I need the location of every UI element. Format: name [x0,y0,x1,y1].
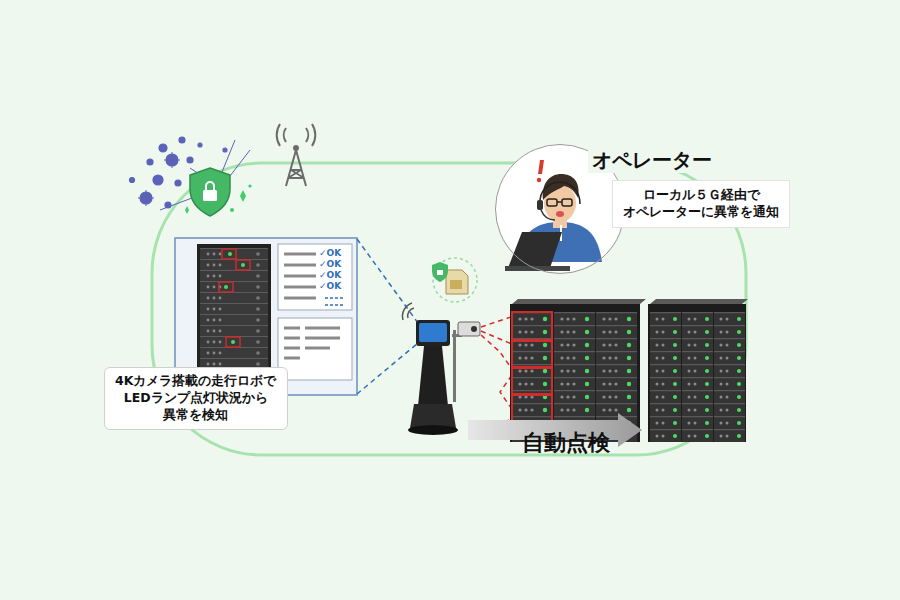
check-result: ✓OK [319,248,341,258]
arrow-label: 自動点検 [522,428,610,458]
callout-text: 4Kカメラ搭載の走行ロボで LEDランプ点灯状況から 異常を検知 [115,373,276,424]
check-result: ✓OK [319,270,341,280]
callout-box: ローカル５Ｇ経由で オペレーターに異常を通知 [612,180,790,228]
check-result: ✓OK [319,281,341,291]
callout-text: ローカル５Ｇ経由で オペレーターに異常を通知 [623,187,779,221]
role-heading: オペレーター [588,147,716,173]
check-result: ✓OK [319,259,341,269]
operator-circle: オペレーター [495,144,625,274]
callout-box: 4Kカメラ搭載の走行ロボで LEDランプ点灯状況から 異常を検知 [104,367,288,430]
